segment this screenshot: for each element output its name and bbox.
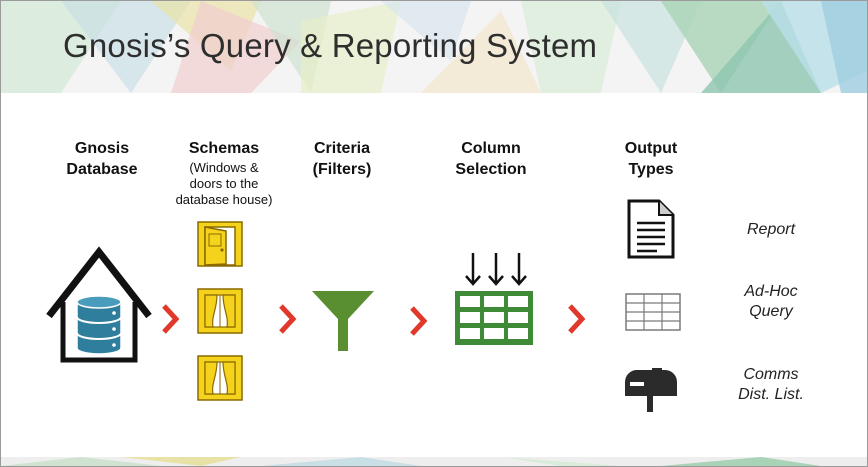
down-arrow-icon [465, 253, 527, 286]
output-label-comms-line2: Dist. List. [738, 386, 804, 403]
label-criteria-line2: (Filters) [312, 161, 372, 178]
label-gnosis-database-line1: Gnosis [74, 140, 130, 157]
window-icon [197, 355, 243, 401]
house-icon [46, 246, 152, 363]
chevron-right-icon [279, 304, 297, 334]
output-label-comms-line1: Comms [743, 366, 799, 383]
label-schemas: Schemas [164, 138, 284, 159]
output-label-adhoc-line2: Query [749, 303, 793, 320]
chevron-right-icon [410, 306, 428, 336]
output-label-adhoc-line1: Ad-Hoc [744, 283, 798, 300]
label-gnosis-database: Gnosis Database [47, 138, 157, 180]
door-icon [197, 221, 243, 267]
output-label-comms-dist-list: Comms Dist. List. [721, 365, 821, 405]
label-schemas-line1: Schemas [188, 140, 260, 157]
decorative-banner [1, 1, 867, 93]
window-icon [197, 288, 243, 334]
schemas-note-line2: doors to the [189, 176, 259, 191]
funnel-icon [312, 291, 374, 351]
label-output-types-line2: Types [628, 161, 674, 178]
schemas-note-line1: (Windows & [189, 160, 259, 175]
database-icon [76, 295, 122, 355]
chevron-right-icon [162, 304, 180, 334]
mailbox-icon [625, 368, 677, 412]
label-gnosis-database-line2: Database [66, 161, 138, 178]
schemas-note: (Windows & doors to the database house) [149, 160, 299, 208]
output-label-adhoc-query: Ad-Hoc Query [721, 282, 821, 322]
label-column-selection: Column Selection [431, 138, 551, 180]
output-label-report: Report [721, 220, 821, 240]
label-output-types-line1: Output [624, 140, 678, 157]
label-output-types: Output Types [601, 138, 701, 180]
label-column-selection-line2: Selection [455, 161, 527, 178]
label-criteria: Criteria (Filters) [287, 138, 397, 180]
document-icon [627, 199, 675, 259]
label-column-selection-line1: Column [461, 140, 521, 157]
schemas-note-line3: database house) [175, 192, 273, 207]
decorative-bottom-strip [1, 457, 867, 466]
label-criteria-line1: Criteria [313, 140, 371, 157]
slide-title: Gnosis’s Query & Reporting System [63, 27, 598, 64]
output-label-report-line1: Report [746, 221, 796, 238]
table-icon [625, 293, 681, 331]
table-grid-icon [455, 291, 533, 345]
chevron-right-icon [568, 304, 586, 334]
